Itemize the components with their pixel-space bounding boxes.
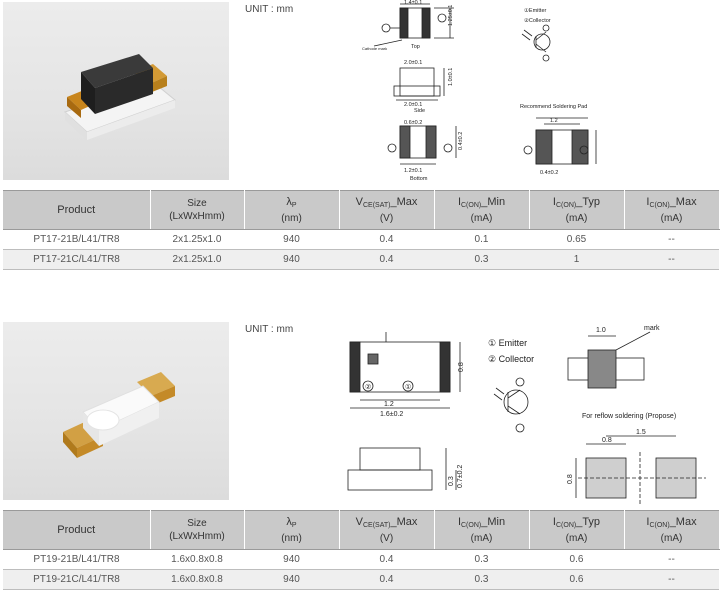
cell-ictyp: 0.6	[529, 549, 624, 570]
cell-icmin: 0.3	[434, 569, 529, 590]
cell-lambda: 940	[244, 569, 339, 590]
cell-ictyp: 0.65	[529, 229, 624, 250]
cell-icmax: --	[624, 249, 719, 270]
pt17-table-header: Product Size(LxWxHmm) λP(nm) VCE(SAT)_Ma…	[3, 190, 720, 230]
cell-ictyp: 1	[529, 249, 624, 270]
cell-icmin: 0.3	[434, 549, 529, 570]
pt19-product-photo	[3, 322, 229, 500]
pt19-unit-label: UNIT : mm	[245, 324, 294, 335]
pt17-spec-table: Product Size(LxWxHmm) λP(nm) VCE(SAT)_Ma…	[3, 190, 720, 270]
cell-ictyp: 0.6	[529, 569, 624, 590]
pt19-dim-c: 0.8	[458, 362, 465, 372]
pt19-legend-2: ② Collector	[488, 354, 534, 364]
pt19-reflow-label: For reflow soldering (Propose)	[582, 413, 676, 420]
pt19-table-header: Product Size(LxWxHmm) λP(nm) VCE(SAT)_Ma…	[3, 510, 720, 550]
pt17-legend-2: ②Collector	[524, 17, 551, 24]
pt19-mark-label: mark	[644, 325, 660, 332]
pt19-dim-f: 1.0	[596, 327, 606, 334]
pt17-dim-i: 0.4±0.2	[458, 132, 464, 150]
pt17-pad-dim: 1.2	[550, 118, 558, 124]
cell-product: PT19-21C/L41/TR8	[3, 569, 150, 590]
pt19-dim-a: 1.2	[384, 401, 394, 408]
col-vce-max: VCE(SAT)_Max(V)	[339, 190, 435, 230]
table-row: PT19-21C/L41/TR8 1.6x0.8x0.8 940 0.4 0.3…	[3, 569, 719, 590]
cell-icmax: --	[624, 229, 719, 250]
cell-icmin: 0.3	[434, 249, 529, 270]
col-product: Product	[3, 510, 151, 550]
pt17-dim-c: 2.0±0.1	[404, 60, 422, 66]
pt17-bottom-label: Bottom	[410, 176, 428, 182]
cell-vce: 0.4	[339, 229, 434, 250]
pt17-pad-dim-bottom: 0.4±0.2	[540, 170, 558, 176]
pt17-dim-d: 2.0±0.1	[404, 102, 422, 108]
cell-size: 2x1.25x1.0	[150, 229, 244, 250]
pt17-dim-a: 1.4±0.1	[404, 0, 422, 6]
table-row: PT17-21B/L41/TR8 2x1.25x1.0 940 0.4 0.1 …	[3, 229, 719, 250]
cell-product: PT17-21C/L41/TR8	[3, 249, 150, 270]
col-ic-max: IC(ON)_Max(mA)	[624, 510, 720, 550]
pt19-pin-2: ②	[365, 383, 371, 391]
cell-size: 1.6x0.8x0.8	[150, 549, 244, 570]
pt19-dim-b: 1.6±0.2	[380, 411, 403, 418]
pt17-dim-b: 1.25±0.1	[448, 5, 454, 26]
pt19-component-image	[63, 372, 175, 458]
col-size: Size(LxWxHmm)	[150, 190, 245, 230]
pt17-pad-title: Recommend Soldering Pad	[520, 104, 587, 110]
col-ic-min: IC(ON)_Min(mA)	[434, 190, 530, 230]
col-product: Product	[3, 190, 151, 230]
cell-size: 1.6x0.8x0.8	[150, 569, 244, 590]
pt17-component-image	[64, 54, 176, 140]
cell-product: PT19-21B/L41/TR8	[3, 549, 150, 570]
col-size: Size(LxWxHmm)	[150, 510, 245, 550]
cell-icmax: --	[624, 569, 719, 590]
pt17-dim-e: 1.0±0.1	[448, 68, 454, 86]
pt19-pin-1: ①	[405, 383, 411, 391]
pt17-legend-1: ①Emitter	[524, 7, 547, 14]
pt17-outline-drawing: 1.4±0.1 1.25±0.1 Top Cathode mark 2.0±0.…	[362, 0, 597, 182]
pt17-dim-g: 1.2±0.1	[404, 168, 422, 174]
pt17-dim-f: 0.6±0.2	[404, 120, 422, 126]
pt19-spec-table: Product Size(LxWxHmm) λP(nm) VCE(SAT)_Ma…	[3, 510, 720, 590]
cell-vce: 0.4	[339, 249, 434, 270]
cell-lambda: 940	[244, 249, 339, 270]
cell-size: 2x1.25x1.0	[150, 249, 244, 270]
col-ic-max: IC(ON)_Max(mA)	[624, 190, 720, 230]
pt17-section: UNIT : mm	[0, 0, 722, 280]
pt19-dim-g: 0.8	[602, 437, 612, 444]
col-lambda: λP(nm)	[244, 510, 340, 550]
cell-lambda: 940	[244, 229, 339, 250]
col-vce-max: VCE(SAT)_Max(V)	[339, 510, 435, 550]
pt17-unit-label: UNIT : mm	[245, 4, 294, 15]
pt17-polarity-label: Cathode mark	[362, 46, 387, 51]
pt17-product-photo	[3, 2, 229, 180]
cell-lambda: 940	[244, 549, 339, 570]
cell-vce: 0.4	[339, 549, 434, 570]
cell-product: PT17-21B/L41/TR8	[3, 229, 150, 250]
cell-vce: 0.4	[339, 569, 434, 590]
pt19-outline-drawing: 1.2 1.6±0.2 0.8 ② ① 0.3 0.7±0.2 ① Emitte…	[347, 325, 706, 504]
pt17-side-label: Side	[414, 108, 425, 114]
col-ic-min: IC(ON)_Min(mA)	[434, 510, 530, 550]
pt19-dim-i: 0.8	[567, 474, 574, 484]
pt19-legend-1: ① Emitter	[488, 338, 527, 348]
col-ic-typ: IC(ON)_Typ(mA)	[529, 190, 625, 230]
pt19-dim-d: 0.3	[448, 476, 455, 486]
pt19-dim-h: 1.5	[636, 429, 646, 436]
table-row: PT17-21C/L41/TR8 2x1.25x1.0 940 0.4 0.3 …	[3, 249, 719, 270]
pt19-section: UNIT : mm	[0, 320, 722, 598]
table-row: PT19-21B/L41/TR8 1.6x0.8x0.8 940 0.4 0.3…	[3, 549, 719, 570]
cell-icmin: 0.1	[434, 229, 529, 250]
cell-icmax: --	[624, 549, 719, 570]
pt17-top-label: Top	[411, 44, 420, 50]
col-lambda: λP(nm)	[244, 190, 340, 230]
col-ic-typ: IC(ON)_Typ(mA)	[529, 510, 625, 550]
pt19-dim-e: 0.7±0.2	[457, 465, 464, 488]
